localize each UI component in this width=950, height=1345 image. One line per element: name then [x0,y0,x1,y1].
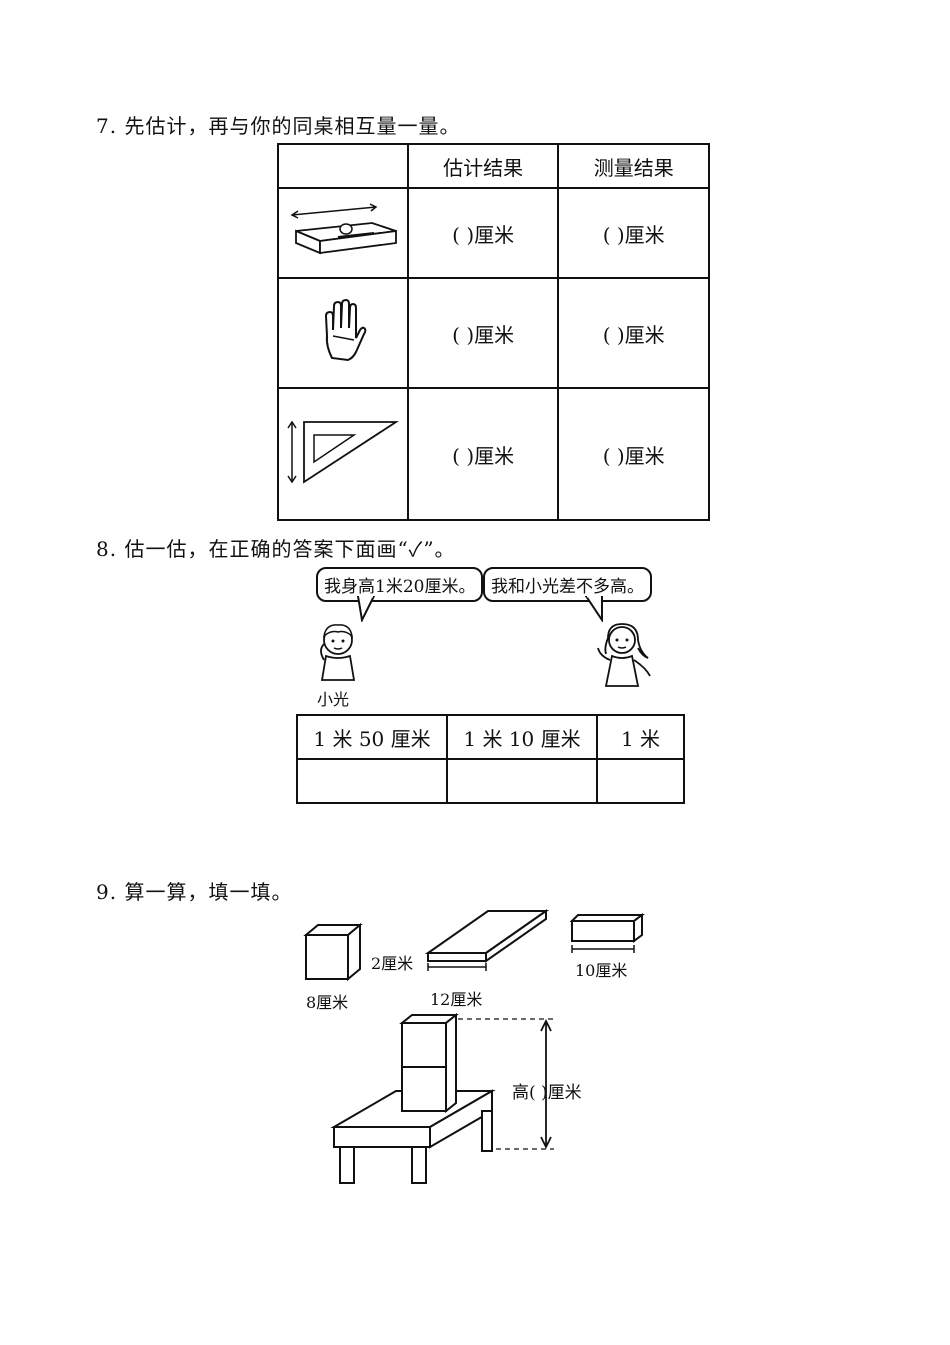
cube-shape [303,922,363,982]
triangle-ruler-icon [277,387,409,521]
estimate-cell-3[interactable]: ( )厘米 [406,387,560,521]
desk-with-cubes [330,1012,554,1184]
slab-shape [424,909,550,971]
speech-bubble-girl: 我和小光差不多高。 [483,567,652,602]
option-3-label: 1 米 [596,714,685,760]
measure-table: 估计结果 测量结果 ( )厘米 ( )厘米 [277,143,710,521]
measure-cell-1[interactable]: ( )厘米 [557,187,710,279]
question-7-title: 7. 先估计，再与你的同桌相互量一量。 [96,114,461,138]
option-2-check-cell[interactable] [446,758,599,804]
girl-icon [597,623,651,687]
measure-cell-2[interactable]: ( )厘米 [557,277,710,389]
measurement-figure [303,909,645,1184]
header-empty-cell [277,143,409,189]
speech-tail-girl [584,596,603,622]
height-answer-field[interactable]: 高( )厘米 [512,1083,582,1103]
cube-size-label: 8厘米 [306,993,349,1012]
option-1-check-cell[interactable] [295,758,449,804]
pencil-case-icon [277,187,409,279]
measure-cell-3[interactable]: ( )厘米 [557,387,710,521]
height-options-table: 1 米 50 厘米 1 米 10 厘米 1 米 [295,714,685,804]
boy-name-label: 小光 [317,690,350,709]
speech-bubble-boy: 我身高1米20厘米。 [316,567,484,602]
slab-height-label: 2厘米 [371,954,414,973]
slab-length-label: 12厘米 [430,990,483,1009]
header-estimate: 估计结果 [406,143,560,189]
estimate-cell-1[interactable]: ( )厘米 [406,187,560,279]
estimate-cell-2[interactable]: ( )厘米 [406,277,560,389]
option-1-label: 1 米 50 厘米 [295,714,449,760]
block-shape [569,913,645,953]
block-length-label: 10厘米 [575,961,628,980]
option-2-label: 1 米 10 厘米 [446,714,599,760]
boy-icon [320,624,356,681]
option-3-check-cell[interactable] [596,758,685,804]
question-8-title: 8. 估一估，在正确的答案下面画“✓”。 [96,537,456,561]
question-9-title: 9. 算一算，填一填。 [96,880,293,904]
speech-tail-boy [356,596,376,622]
header-measure: 测量结果 [557,143,710,189]
hand-icon [277,277,409,389]
